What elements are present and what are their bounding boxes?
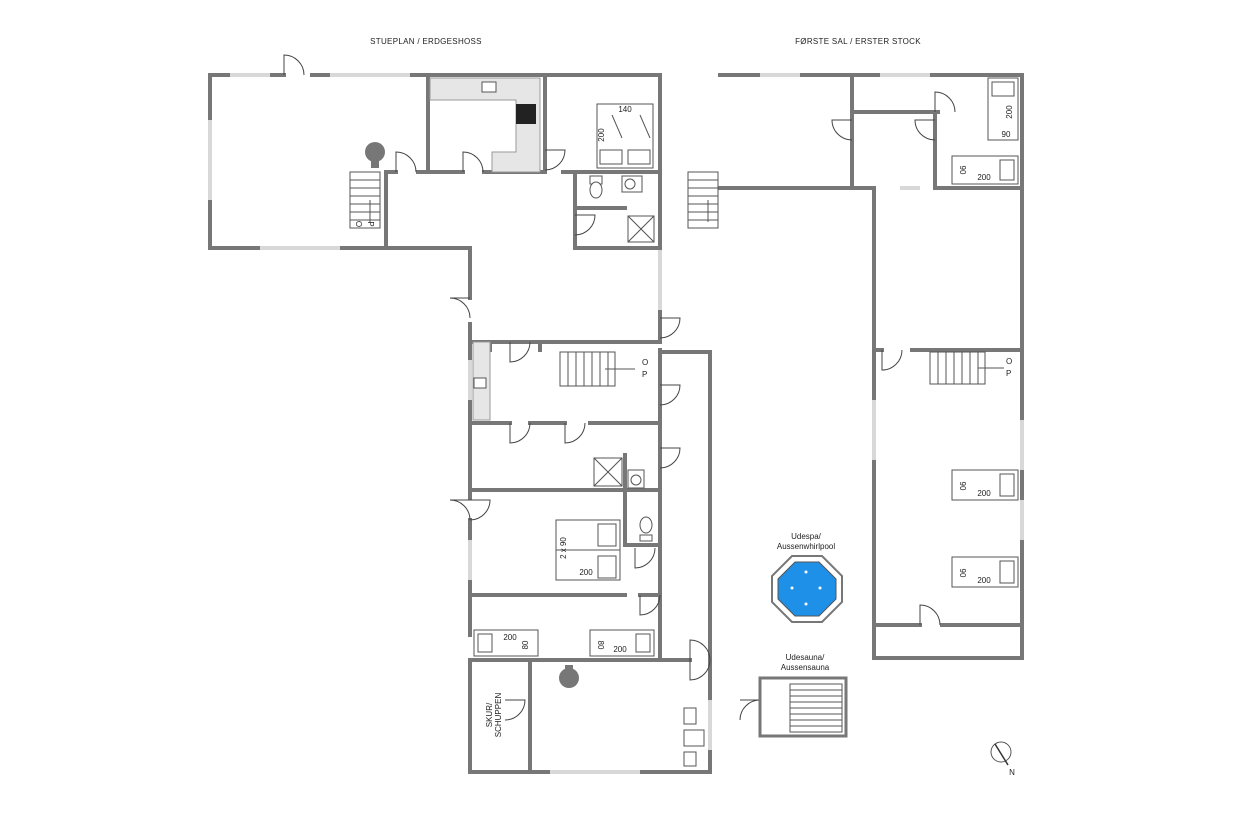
bathroom-2: [593, 457, 653, 542]
shed-label-2: SCHUPPEN: [494, 693, 503, 738]
bed-length-label: 200: [977, 489, 991, 498]
bed-length-label: 200: [1005, 105, 1014, 119]
single-bed-200-80: 200 80: [473, 629, 539, 657]
upper-windows: [760, 73, 1024, 540]
ground-floor-title: STUEPLAN / ERDGESHOSS: [370, 37, 482, 46]
upper-bed-b: 90 200: [951, 155, 1019, 185]
stair-upper-left: [687, 171, 719, 229]
twin-bed: 2 x 90 200: [555, 519, 621, 581]
bed-length-label: 200: [613, 645, 627, 654]
bed-width-label: 90: [958, 482, 967, 491]
doors-upper: [831, 91, 956, 626]
sauna-label-1: Udesauna/: [786, 653, 825, 662]
sauna-label-2: Aussensauna: [781, 663, 830, 672]
ground-floor-walls: [208, 73, 712, 774]
bathroom-1: [589, 175, 655, 243]
bed-length-label: 200: [579, 568, 593, 577]
stair-op-label: O: [1006, 357, 1012, 366]
bed-length-label: 200: [503, 633, 517, 642]
compass-icon: N: [990, 741, 1015, 777]
ground-windows: [208, 73, 712, 774]
shed: SKUR/ SCHUPPEN: [485, 693, 503, 738]
bed-width-label: 90: [1002, 130, 1011, 139]
stair-op-label: O: [642, 358, 648, 367]
stair-p-label: P: [1006, 369, 1011, 378]
upper-bed-c: 90 200: [951, 469, 1019, 501]
stair-p-label: P: [642, 370, 647, 379]
stair-p-label: P: [366, 221, 375, 226]
stove-icon: [516, 104, 536, 124]
spa-label-1: Udespa/: [791, 532, 822, 541]
bed-length-label: 200: [977, 173, 991, 182]
upper-floor-walls: [718, 73, 1024, 660]
bed-length-label: 200: [977, 576, 991, 585]
upper-bed-a: 90 200: [987, 77, 1019, 141]
compass-north-label: N: [1009, 768, 1015, 777]
upper-bed-d: 90 200: [951, 556, 1019, 588]
spa-label-2: Aussenwhirlpool: [777, 542, 835, 551]
stair-op-label: O: [354, 221, 363, 227]
outdoor-sauna: Udesauna/ Aussensauna: [758, 653, 848, 738]
outdoor-spa: Udespa/ Aussenwhirlpool: [771, 532, 843, 623]
bed-width-label: 90: [958, 569, 967, 578]
sink-icon: [473, 377, 487, 389]
kitchen: [429, 77, 541, 421]
shed-label-1: SKUR/: [485, 702, 494, 727]
upper-floor-title: FØRSTE SAL / ERSTER STOCK: [795, 37, 921, 46]
bed-width-label: 2 x 90: [559, 537, 568, 559]
utility-fixtures: [683, 707, 705, 767]
stair-ground: O P: [349, 171, 381, 229]
bed-width-label: 90: [958, 166, 967, 175]
stair-middle: O P: [559, 351, 648, 387]
bed-width-label: 80: [596, 641, 605, 650]
bed-width-label: 140: [618, 105, 632, 114]
single-bed-80-200: 80 200: [589, 629, 655, 657]
bed-length-label: 200: [597, 128, 606, 142]
stair-upper-right: O P: [929, 351, 1012, 385]
sink-icon: [481, 81, 497, 93]
doors-ground: [283, 54, 761, 721]
double-bed: 140 200: [596, 103, 654, 169]
bed-width-label: 80: [521, 640, 530, 649]
fireplace-icon: [365, 142, 579, 688]
